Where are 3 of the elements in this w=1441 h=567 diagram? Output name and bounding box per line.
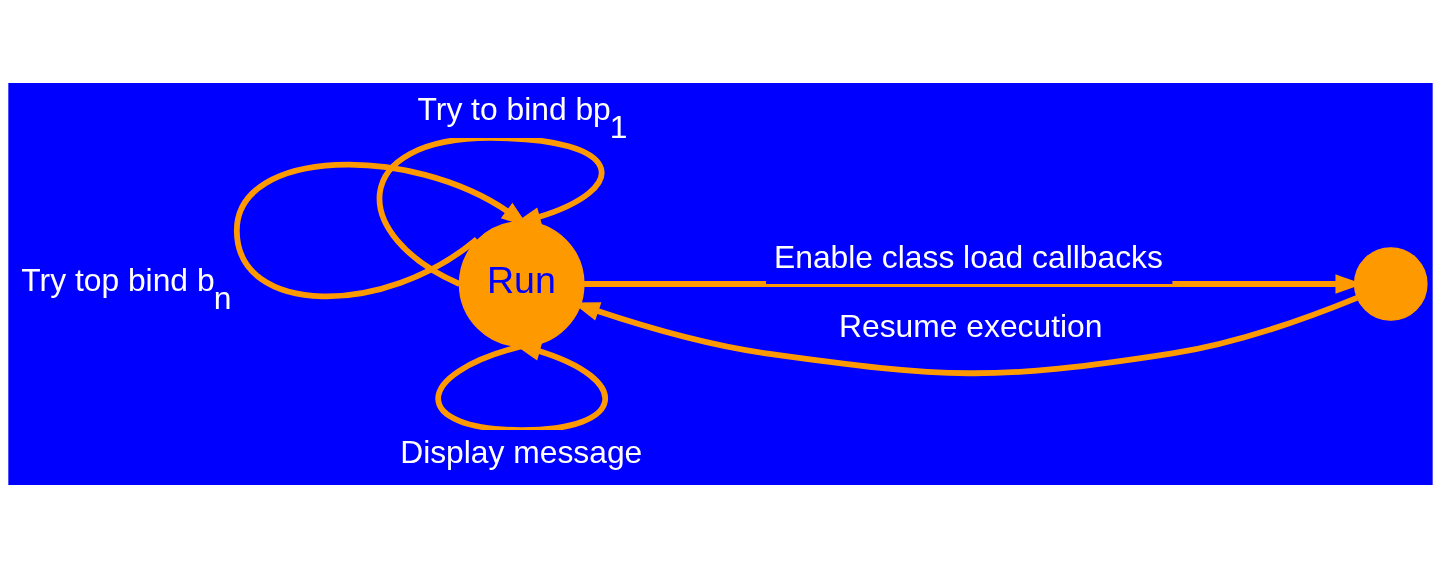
edge-label: Enable class load callbacks [774, 238, 1163, 275]
edge-label: Display message [400, 433, 643, 470]
edge-label: Resume execution [839, 307, 1103, 344]
